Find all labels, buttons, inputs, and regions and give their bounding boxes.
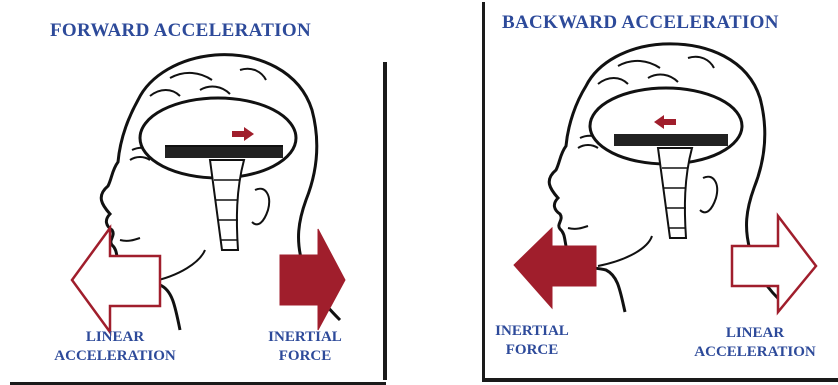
forward-right-label-line1: INERTIAL (250, 328, 360, 347)
backward-shadow-left (482, 2, 485, 382)
forward-left-label: LINEAR ACCELERATION (40, 328, 190, 366)
forward-right-label: INERTIAL FORCE (250, 328, 360, 366)
backward-right-label: LINEAR ACCELERATION (676, 324, 834, 362)
backward-left-label-line1: INERTIAL (484, 322, 580, 341)
backward-left-label-line2: FORCE (484, 341, 580, 360)
forward-shadow-right (383, 62, 387, 380)
inertial-force-arrow (514, 228, 596, 308)
backward-right-label-line1: LINEAR (676, 324, 834, 343)
backward-shadow-bottom (482, 378, 838, 382)
backward-acceleration-panel: BACKWARD ACCELERATION INERTIAL FORCE LIN… (480, 0, 838, 385)
backward-right-label-line2: ACCELERATION (676, 343, 834, 362)
linear-acceleration-arrow (72, 228, 160, 332)
forward-left-label-line2: ACCELERATION (40, 347, 190, 366)
forward-right-label-line2: FORCE (250, 347, 360, 366)
backward-left-label: INERTIAL FORCE (484, 322, 580, 360)
forward-acceleration-panel: FORWARD ACCELERATION LINEAR ACCELERATION (0, 0, 385, 385)
forward-left-label-line1: LINEAR (40, 328, 190, 347)
linear-acceleration-arrow (732, 216, 816, 312)
